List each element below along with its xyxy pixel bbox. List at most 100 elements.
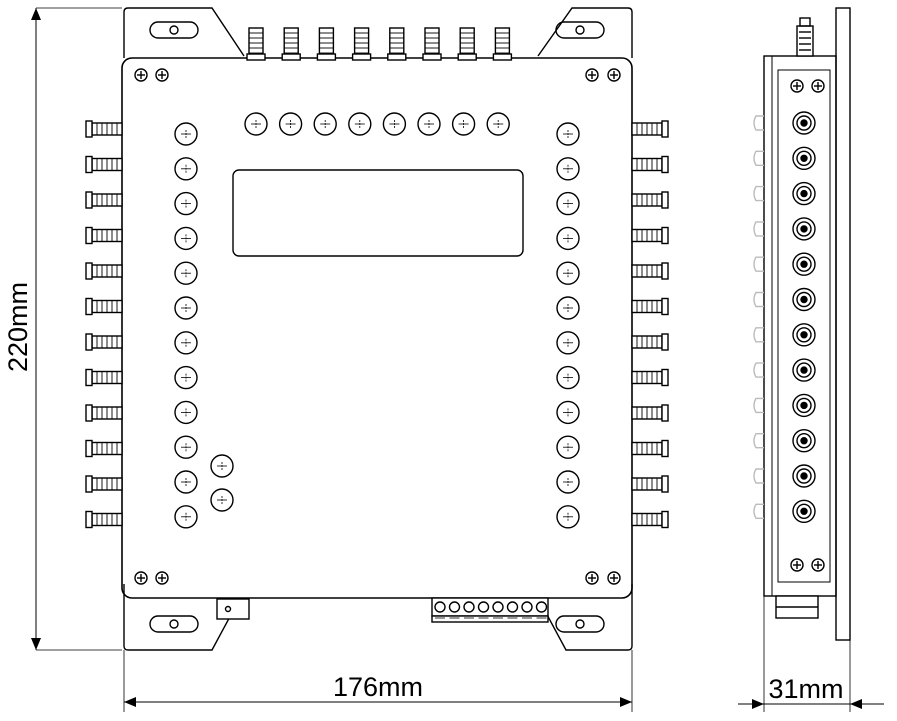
terminal-pin bbox=[477, 601, 490, 619]
terminal-pin bbox=[492, 601, 504, 619]
screw bbox=[790, 558, 804, 572]
led-indicator bbox=[244, 112, 268, 136]
led-indicator bbox=[174, 400, 198, 425]
f-connector bbox=[631, 297, 669, 316]
screw bbox=[811, 558, 825, 572]
side-f-connector bbox=[753, 217, 816, 241]
f-connector bbox=[631, 404, 669, 422]
housing bbox=[121, 57, 633, 599]
screw bbox=[790, 79, 804, 93]
side-connector-strip bbox=[777, 69, 831, 583]
keyhole-slot bbox=[555, 615, 605, 633]
f-connector bbox=[631, 155, 669, 174]
side-view bbox=[753, 7, 851, 641]
terminal-block bbox=[431, 597, 549, 623]
led-indicator bbox=[556, 191, 580, 216]
f-connector bbox=[85, 226, 123, 245]
side-f-connector bbox=[753, 323, 816, 347]
keyhole-slot bbox=[555, 21, 605, 39]
f-connector bbox=[351, 27, 372, 61]
led-indicator bbox=[348, 112, 372, 136]
led-indicator bbox=[382, 112, 407, 136]
f-connector bbox=[422, 27, 442, 61]
led-indicator bbox=[174, 365, 198, 390]
f-connector bbox=[631, 368, 669, 387]
led-indicator bbox=[451, 112, 476, 136]
side-f-connector bbox=[753, 181, 816, 206]
f-connector bbox=[631, 475, 669, 493]
f-connector bbox=[85, 155, 123, 174]
led-indicator bbox=[556, 435, 580, 459]
led-indicator bbox=[174, 261, 198, 285]
led-indicator bbox=[556, 157, 580, 181]
led-indicator bbox=[174, 191, 198, 216]
f-connector bbox=[631, 439, 669, 458]
f-connector bbox=[85, 191, 123, 209]
f-connector bbox=[246, 27, 266, 61]
led-indicator bbox=[556, 296, 580, 320]
screw bbox=[134, 571, 148, 585]
display-window bbox=[232, 169, 524, 257]
power-connector bbox=[216, 598, 250, 620]
side-f-connector bbox=[753, 393, 816, 418]
f-connector bbox=[492, 27, 513, 61]
screw bbox=[155, 571, 169, 585]
led-indicator bbox=[556, 505, 580, 529]
side-back-plate bbox=[835, 7, 851, 641]
screw bbox=[607, 68, 621, 82]
f-connector bbox=[85, 262, 123, 280]
f-connector bbox=[85, 475, 123, 493]
led-indicator bbox=[313, 112, 337, 136]
led-indicator bbox=[174, 435, 198, 459]
f-connector bbox=[85, 368, 123, 387]
led-indicator bbox=[556, 122, 580, 146]
f-connector bbox=[85, 333, 123, 351]
mounting-plate-top bbox=[123, 7, 633, 58]
side-f-connector bbox=[753, 499, 816, 523]
dimension-lines bbox=[31, 7, 884, 712]
terminal-pin bbox=[506, 601, 519, 619]
side-f-connector bbox=[753, 287, 816, 312]
width-label: 176mm bbox=[333, 672, 423, 702]
side-f-connector bbox=[753, 358, 816, 382]
led-indicator bbox=[174, 122, 198, 146]
f-connector bbox=[631, 510, 669, 529]
led-indicator bbox=[556, 365, 580, 390]
led-indicator bbox=[174, 470, 198, 494]
side-body bbox=[763, 55, 837, 597]
side-f-connector bbox=[753, 429, 816, 453]
terminal-pin bbox=[463, 601, 475, 619]
led-indicator bbox=[174, 296, 198, 320]
f-connector bbox=[316, 27, 337, 61]
screw bbox=[155, 68, 169, 82]
depth-label: 31mm bbox=[768, 674, 843, 704]
led-indicator bbox=[174, 226, 198, 251]
terminal-pin bbox=[434, 601, 446, 619]
led-indicator bbox=[486, 112, 510, 136]
led-indicator bbox=[417, 112, 441, 136]
f-connector bbox=[631, 333, 669, 351]
led-indicator bbox=[174, 157, 198, 181]
keyhole-slot bbox=[149, 21, 199, 39]
side-f-connector bbox=[753, 464, 816, 488]
f-connector bbox=[631, 262, 669, 280]
led-indicator bbox=[278, 112, 303, 136]
f-connector bbox=[85, 404, 123, 422]
screw bbox=[585, 68, 599, 82]
side-f-connector bbox=[753, 146, 816, 171]
side-f-connector bbox=[753, 111, 816, 135]
led-indicator bbox=[556, 400, 580, 425]
led-indicator bbox=[210, 454, 234, 478]
led-indicator bbox=[556, 331, 580, 355]
f-connector bbox=[85, 297, 123, 316]
side-f-connector bbox=[753, 252, 816, 276]
led-indicator bbox=[556, 470, 580, 494]
screw bbox=[607, 571, 621, 585]
f-connector bbox=[85, 120, 123, 138]
height-label: 220mm bbox=[3, 282, 33, 372]
f-connector bbox=[281, 27, 301, 61]
screw bbox=[134, 68, 148, 82]
terminal-pin bbox=[448, 601, 461, 619]
f-connector bbox=[387, 27, 407, 61]
screw bbox=[811, 79, 825, 93]
